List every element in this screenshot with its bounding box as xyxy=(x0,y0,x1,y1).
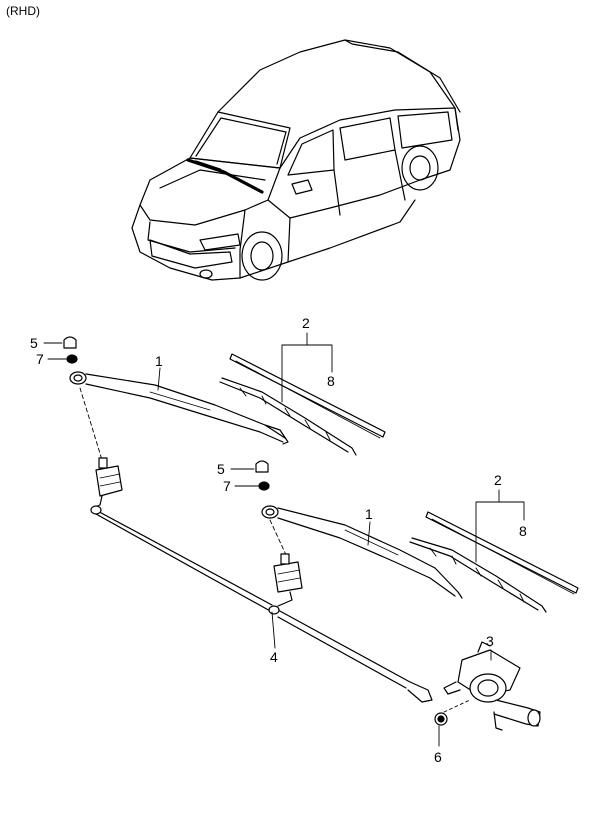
pivot-left xyxy=(79,387,123,509)
callout-linkage: 4 xyxy=(270,649,278,665)
wiper-motor xyxy=(443,641,541,731)
callout-cap-left: 5 xyxy=(30,335,38,351)
wiper-blade-right xyxy=(409,511,579,613)
pivot-cap-left xyxy=(63,336,77,349)
motor-nut xyxy=(434,699,471,726)
vehicle-illustration xyxy=(131,39,461,281)
callout-arm-right: 1 xyxy=(365,506,373,522)
callout-blade-right: 2 xyxy=(494,472,502,488)
wiper-arm-left xyxy=(69,371,289,445)
pivot-cap-right xyxy=(255,460,269,473)
callout-refill-right: 8 xyxy=(519,523,527,539)
wiper-blade-left xyxy=(219,353,386,456)
wiper-arm-right xyxy=(261,505,463,599)
callout-nut-left: 7 xyxy=(36,351,44,367)
variant-note: (RHD) xyxy=(6,4,40,18)
callout-cap-right: 5 xyxy=(217,461,225,477)
wiper-linkage xyxy=(90,505,433,703)
pivot-nut-right xyxy=(258,481,270,491)
pivot-nut-left xyxy=(66,354,78,364)
callout-nut-right: 7 xyxy=(223,478,231,494)
callout-motor: 3 xyxy=(486,633,494,649)
callout-refill-left: 8 xyxy=(327,373,335,389)
callout-labels: 1 2 8 5 7 5 7 1 2 8 3 4 6 xyxy=(30,315,527,765)
pivot-right xyxy=(269,519,303,607)
callout-motor-nut: 6 xyxy=(434,749,442,765)
callout-arm-left: 1 xyxy=(155,353,163,369)
leader-lines xyxy=(43,332,525,747)
callout-blade-left: 2 xyxy=(302,315,310,331)
